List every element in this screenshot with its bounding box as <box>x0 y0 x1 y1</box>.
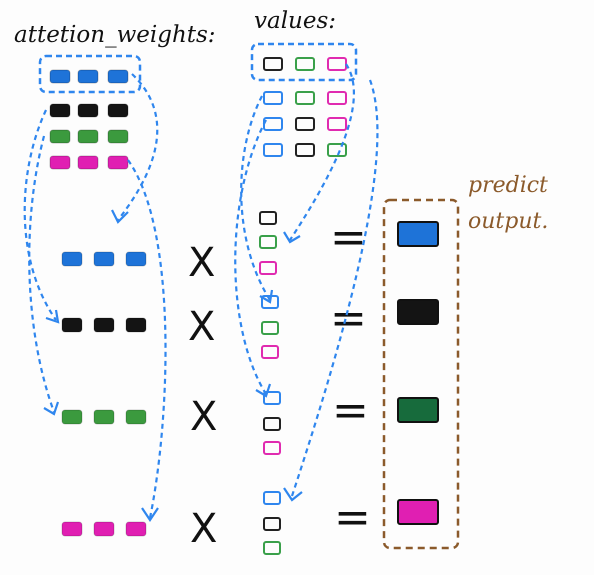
attention-weight-cell <box>77 103 99 118</box>
value-cell <box>263 57 283 71</box>
multiply-sign-row-3: X <box>190 394 217 440</box>
arrow-to-row-3 <box>28 135 56 413</box>
predict-label: predict <box>468 173 548 198</box>
attention-weight-cell <box>77 129 99 144</box>
multiply-sign-row-2: X <box>188 304 215 350</box>
weight-row-cell <box>61 251 83 267</box>
arrow-to-col-2-head <box>259 289 274 304</box>
output-cell <box>397 499 439 525</box>
weight-row-cell <box>93 409 115 425</box>
value-column-cell <box>263 417 281 431</box>
attention-weight-cell <box>107 129 129 144</box>
output-cell <box>397 299 439 325</box>
attention-weight-cell <box>77 69 99 84</box>
weight-row-cell <box>125 251 147 267</box>
attention-weight-cell <box>49 129 71 144</box>
value-cell <box>263 91 283 105</box>
values-row-highlight <box>250 42 358 82</box>
value-column-cell <box>261 321 279 335</box>
weight-row-cell <box>125 521 147 537</box>
value-column-cell <box>263 491 281 505</box>
arrow-to-row-3-head <box>43 401 60 416</box>
value-cell <box>327 57 347 71</box>
weight-row-cell <box>93 521 115 537</box>
value-column-cell <box>263 517 281 531</box>
arrow-to-col-1-head <box>283 231 301 244</box>
output-label: output. <box>468 209 548 234</box>
attention-weight-cell <box>107 69 129 84</box>
weight-row-cell <box>93 251 115 267</box>
predict-output-box <box>382 198 460 550</box>
arrow-to-row-1-head <box>111 209 129 224</box>
arrow-to-row-4-head <box>141 507 159 522</box>
weight-row-cell <box>61 521 83 537</box>
value-cell <box>263 117 283 131</box>
attention-weight-cell <box>107 155 129 170</box>
multiply-sign-row-4: X <box>190 506 217 552</box>
value-cell <box>263 143 283 157</box>
value-column-cell <box>259 235 277 249</box>
value-cell <box>327 117 347 131</box>
equals-sign-row-2: = <box>330 293 367 344</box>
value-cell <box>295 91 315 105</box>
arrow-to-col-3-head <box>255 383 272 398</box>
weight-row-cell <box>125 317 147 333</box>
value-cell <box>295 57 315 71</box>
arrow-to-col-2 <box>240 95 271 301</box>
attention-row-highlight <box>38 54 142 94</box>
value-column-cell <box>263 441 281 455</box>
value-column-cell <box>263 541 281 555</box>
attention-weight-cell <box>77 155 99 170</box>
attention-weights-label: attetion_weights: <box>14 22 216 48</box>
arrow-to-row-2 <box>23 109 57 321</box>
arrow-to-row-4 <box>127 159 167 519</box>
arrow-to-row-1 <box>117 73 159 221</box>
weight-row-cell <box>93 317 115 333</box>
arrow-to-col-1 <box>289 63 355 241</box>
equals-sign-row-3: = <box>332 385 369 436</box>
value-column-cell <box>261 345 279 359</box>
weight-row-cell <box>125 409 147 425</box>
attention-weight-cell <box>49 155 71 170</box>
value-cell <box>327 91 347 105</box>
value-column-cell <box>259 261 277 275</box>
equals-sign-row-4: = <box>334 492 371 543</box>
value-column-cell <box>263 391 281 405</box>
weight-row-cell <box>61 317 83 333</box>
equals-sign-row-1: = <box>330 212 367 263</box>
weight-row-cell <box>61 409 83 425</box>
value-cell <box>327 143 347 157</box>
value-column-cell <box>259 211 277 225</box>
value-cell <box>295 143 315 157</box>
value-cell <box>295 117 315 131</box>
attention-weight-cell <box>49 69 71 84</box>
arrow-to-col-3 <box>234 119 267 395</box>
arrow-to-col-4 <box>290 79 379 497</box>
arrow-to-row-2-head <box>45 309 60 324</box>
attention-weight-cell <box>107 103 129 118</box>
output-cell <box>397 397 439 423</box>
attention-weight-cell <box>49 103 71 118</box>
output-cell <box>397 221 439 247</box>
multiply-sign-row-1: X <box>188 240 215 286</box>
values-label: values: <box>254 8 336 34</box>
arrow-to-col-4-head <box>283 487 303 502</box>
